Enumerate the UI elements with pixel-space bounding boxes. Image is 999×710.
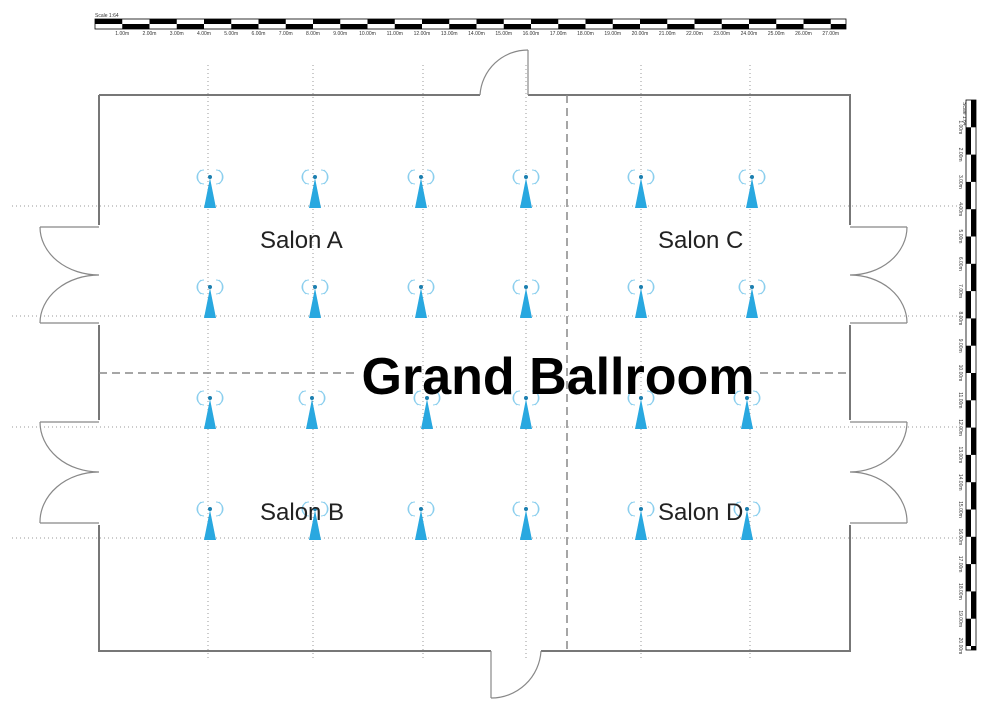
scale-tick-label: 16.00m [957, 528, 963, 545]
scale-tick-label: 23.00m [713, 31, 730, 37]
scale-tick-label: 1.00m [957, 120, 963, 134]
door-right-upper [849, 226, 908, 324]
scale-tick-label: 17.00m [957, 556, 963, 573]
scale-tick-label: 10.00m [957, 365, 963, 382]
scale-tick-label: 18.00m [577, 31, 594, 37]
door-left-upper [39, 226, 100, 324]
walls [98, 94, 851, 652]
scale-tick-label: 21.00m [659, 31, 676, 37]
scale-tick-label: 2.00m [143, 31, 157, 37]
scale-tick-label: 5.00m [224, 31, 238, 37]
wifi-antenna-icon[interactable] [407, 169, 435, 208]
scale-tick-label: 8.00m [957, 311, 963, 325]
scale-label: Scale 1:64 [961, 102, 967, 126]
partitions [99, 95, 850, 651]
scale-bar-vertical: Scale 1:64 1.00m 2.00m 3.00m 4.00m 5.00m 6.00… [957, 99, 977, 655]
scale-tick-label: 11.00m [387, 31, 403, 37]
wifi-antenna-icon[interactable] [738, 279, 766, 318]
door-bottom [490, 650, 542, 699]
wifi-antenna-icon[interactable] [512, 279, 540, 318]
scale-tick-label: 8.00m [306, 31, 320, 37]
scale-tick-label: 9.00m [333, 31, 347, 37]
scale-tick-label: 13.00m [441, 31, 458, 37]
wifi-antenna-icon[interactable] [301, 169, 329, 208]
door-right-lower [849, 421, 908, 524]
scale-tick-label: 6.00m [252, 31, 266, 37]
scale-tick-label: 18.00m [957, 583, 963, 600]
wifi-antenna-icon[interactable] [196, 390, 224, 429]
scale-bar-horizontal: Scale 1:64 1.00m 2.00m 3.00m 4.00m 5.00m 6.00… [94, 13, 847, 37]
scale-tick-label: 10.00m [359, 31, 376, 37]
wifi-antenna-icon[interactable] [301, 279, 329, 318]
scale-tick-label: 20.00m [957, 638, 963, 655]
scale-tick-label: 17.00m [550, 31, 567, 37]
doors [39, 49, 908, 699]
scale-tick-label: 2.00m [957, 148, 963, 162]
scale-tick-label: 4.00m [957, 202, 963, 216]
scale-tick-label: 3.00m [957, 175, 963, 189]
wifi-antenna-icon[interactable] [196, 279, 224, 318]
scale-tick-label: 19.00m [957, 610, 963, 627]
wifi-antenna-icon[interactable] [627, 501, 655, 540]
wifi-antenna-icon[interactable] [738, 169, 766, 208]
scale-tick-label: 9.00m [957, 339, 963, 353]
wifi-antenna-icon[interactable] [733, 390, 761, 429]
scale-tick-label: 3.00m [170, 31, 184, 37]
scale-tick-label: 7.00m [957, 284, 963, 298]
door-left-lower [39, 421, 100, 524]
scale-tick-label: 4.00m [197, 31, 211, 37]
wifi-antenna-icon[interactable] [196, 501, 224, 540]
scale-tick-label: 6.00m [957, 257, 963, 271]
scale-tick-label: 13.00m [957, 447, 963, 464]
wifi-antenna-icon[interactable] [733, 501, 761, 540]
wifi-antenna-icon[interactable] [512, 501, 540, 540]
scale-tick-label: 14.00m [468, 31, 485, 37]
wifi-antenna-icon[interactable] [407, 501, 435, 540]
scale-tick-label: 20.00m [632, 31, 649, 37]
scale-tick-label: 27.00m [822, 31, 839, 37]
scale-tick-label: 5.00m [957, 230, 963, 244]
scale-tick-label: 15.00m [495, 31, 512, 37]
floor-plan-title: Grand Ballroom [362, 348, 755, 406]
scale-tick-label: 14.00m [957, 474, 963, 491]
door-top [479, 49, 529, 96]
scale-tick-label: 11.00m [957, 392, 963, 408]
scale-tick-label: 26.00m [795, 31, 812, 37]
scale-tick-label: 7.00m [279, 31, 293, 37]
wifi-antenna-icon[interactable] [512, 169, 540, 208]
scale-tick-label: 12.00m [414, 31, 431, 37]
scale-label: Scale 1:64 [95, 13, 119, 19]
scale-tick-label: 22.00m [686, 31, 703, 37]
scale-tick-label: 24.00m [741, 31, 758, 37]
room-label-salon-c: Salon C [658, 227, 743, 254]
wifi-antenna-icon[interactable] [627, 279, 655, 318]
scale-tick-label: 16.00m [523, 31, 540, 37]
room-label-salon-d: Salon D [658, 499, 743, 526]
scale-tick-label: 12.00m [957, 419, 963, 436]
scale-tick-label: 19.00m [604, 31, 621, 37]
room-label-salon-b: Salon B [260, 499, 344, 526]
wifi-antenna-icon[interactable] [196, 169, 224, 208]
wifi-antenna-icon[interactable] [298, 390, 326, 429]
wifi-antenna-icon[interactable] [407, 279, 435, 318]
wifi-antenna-icon[interactable] [627, 390, 655, 429]
wifi-antenna-icon[interactable] [413, 390, 441, 429]
wifi-antenna-icon[interactable] [512, 390, 540, 429]
scale-tick-label: 15.00m [957, 501, 963, 518]
room-label-salon-a: Salon A [260, 227, 343, 254]
scale-tick-label: 25.00m [768, 31, 785, 37]
scale-tick-label: 1.00m [115, 31, 129, 37]
wifi-antenna-icon[interactable] [627, 169, 655, 208]
wifi-antenna-icon[interactable] [301, 501, 329, 540]
access-points [196, 169, 766, 540]
